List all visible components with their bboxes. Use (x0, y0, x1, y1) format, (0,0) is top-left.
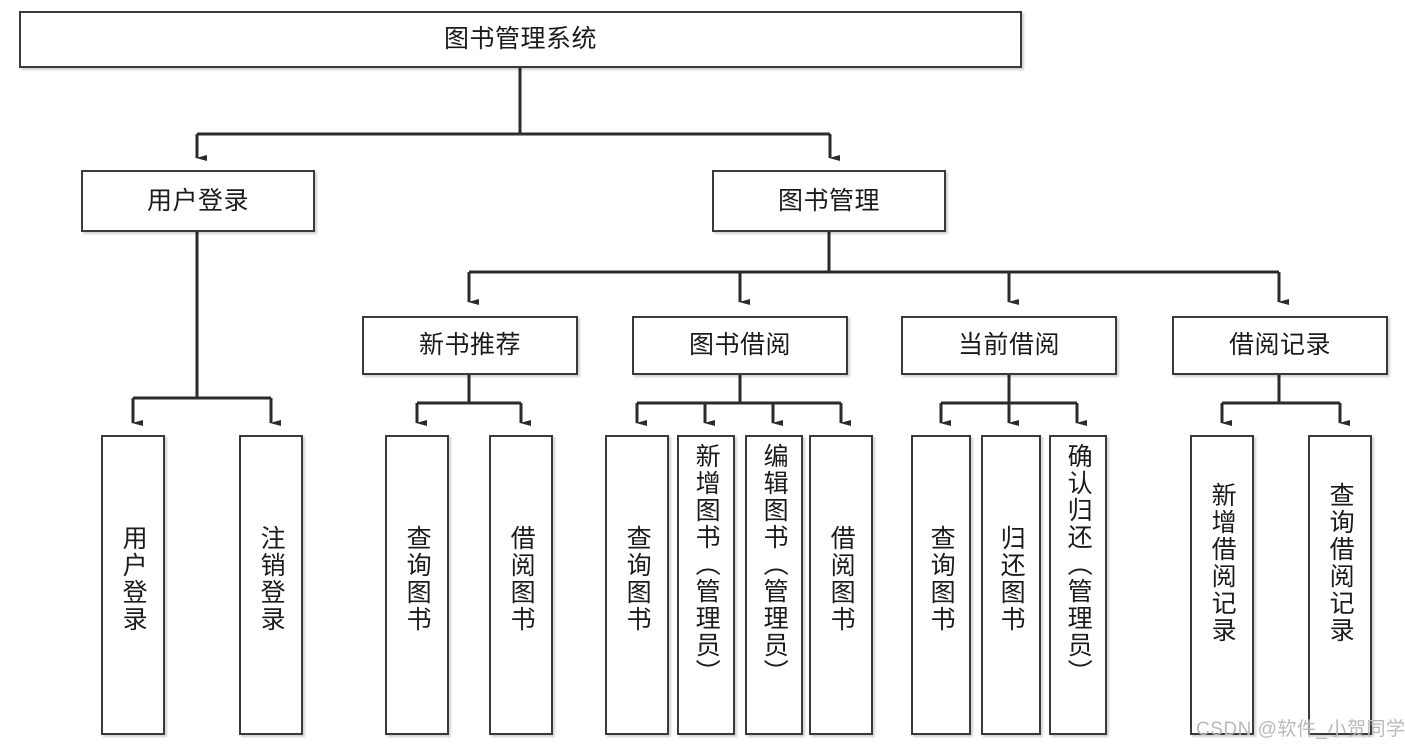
node-label: 用户登录 (119, 525, 148, 633)
node-label: 图书管理系统 (443, 25, 597, 53)
leaf-book-borrow-query-book[interactable]: 查询图书 (605, 435, 669, 735)
leaf-current-borrow-query-book[interactable]: 查询图书 (911, 435, 971, 735)
leaf-user-login-login[interactable]: 用户登录 (101, 435, 165, 735)
node-label: 借阅记录 (1228, 331, 1331, 359)
node-label: 查询图书 (927, 525, 956, 633)
leaf-borrow-record-add-record[interactable]: 新增借阅记录 (1190, 435, 1254, 735)
node-label: 图书借阅 (688, 331, 791, 359)
node-user-login[interactable]: 用户登录 (81, 170, 315, 232)
leaf-new-book-borrow-book[interactable]: 借阅图书 (489, 435, 553, 735)
node-book-borrow[interactable]: 图书借阅 (632, 316, 848, 375)
node-label: 图书管理 (777, 186, 880, 215)
node-borrow-record[interactable]: 借阅记录 (1172, 316, 1388, 375)
node-root-book-management-system[interactable]: 图书管理系统 (19, 11, 1022, 68)
node-label: 当前借阅 (957, 331, 1060, 359)
node-label: 确认归还（管理员） (1064, 443, 1093, 686)
leaf-book-borrow-edit-book-admin[interactable]: 编辑图书（管理员） (745, 435, 803, 735)
leaf-book-borrow-add-book-admin[interactable]: 新增图书（管理员） (677, 435, 735, 735)
watermark-text: CSDN @软件_小贺同学 (1196, 719, 1405, 740)
leaf-new-book-query-book[interactable]: 查询图书 (385, 435, 449, 735)
node-label: 编辑图书（管理员） (760, 443, 789, 686)
node-label: 查询借阅记录 (1326, 482, 1355, 644)
node-label: 借阅图书 (507, 525, 536, 633)
node-new-book-recommend[interactable]: 新书推荐 (362, 316, 578, 375)
leaf-book-borrow-borrow-book[interactable]: 借阅图书 (809, 435, 873, 735)
node-label: 新增图书（管理员） (692, 443, 721, 686)
node-label: 新书推荐 (418, 331, 521, 359)
node-current-borrow[interactable]: 当前借阅 (901, 316, 1117, 375)
leaf-user-login-logout[interactable]: 注销登录 (239, 435, 303, 735)
leaf-current-borrow-confirm-return-admin[interactable]: 确认归还（管理员） (1049, 435, 1107, 735)
node-label: 归还图书 (997, 525, 1026, 633)
leaf-borrow-record-query-record[interactable]: 查询借阅记录 (1308, 435, 1372, 735)
node-label: 查询图书 (623, 525, 652, 633)
node-label: 借阅图书 (827, 525, 856, 633)
node-label: 注销登录 (257, 525, 286, 633)
leaf-current-borrow-return-book[interactable]: 归还图书 (981, 435, 1041, 735)
node-label: 新增借阅记录 (1208, 482, 1237, 644)
node-label: 用户登录 (146, 186, 249, 215)
node-book-management[interactable]: 图书管理 (712, 170, 946, 232)
node-label: 查询图书 (403, 525, 432, 633)
